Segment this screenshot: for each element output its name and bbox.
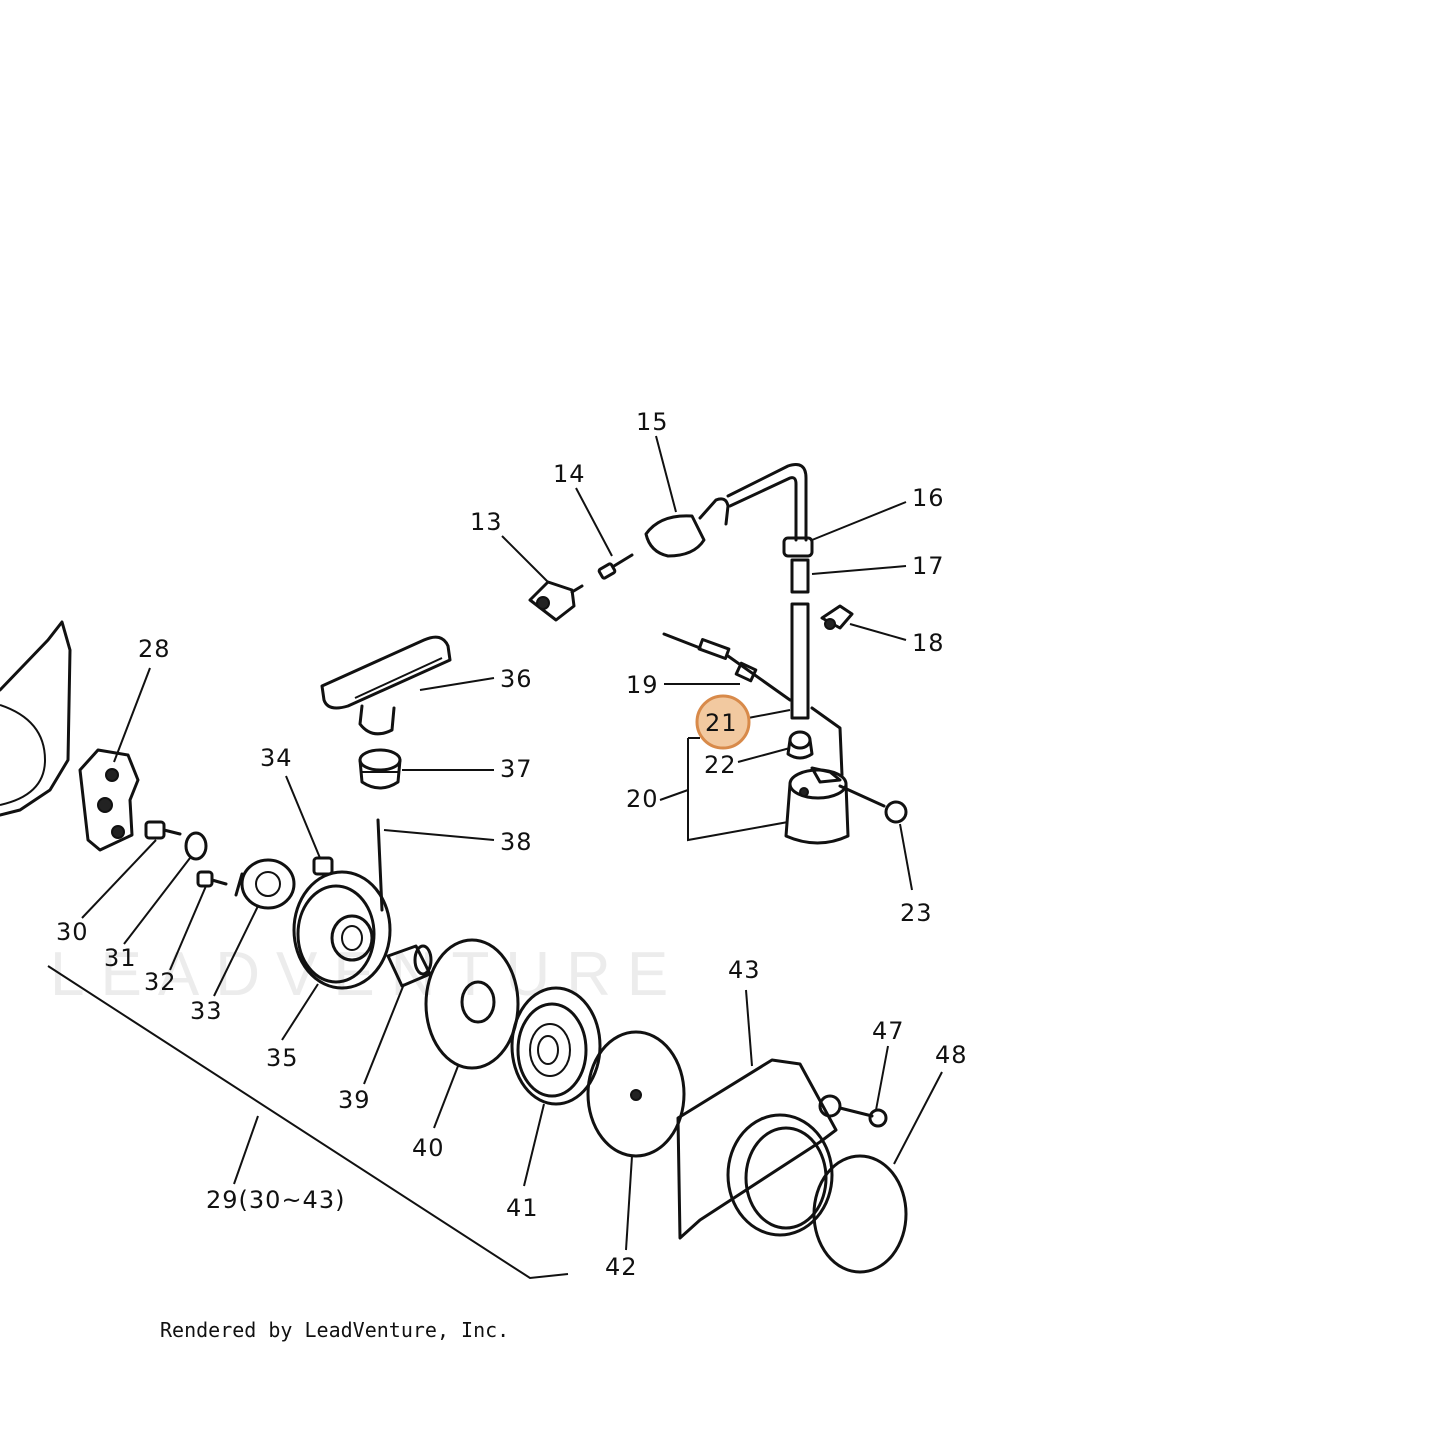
gasket-inner-edge [0, 704, 47, 806]
callout-14: 14 [553, 460, 586, 488]
callout-13: 13 [470, 508, 503, 536]
part-34-nut [312, 856, 334, 876]
render-credit: Rendered by LeadVenture, Inc. [160, 1318, 510, 1342]
part-37-seal [358, 748, 402, 790]
ignition-coil-cord [790, 602, 810, 720]
part-31-washer [184, 831, 208, 861]
callout-47: 47 [872, 1017, 905, 1045]
callout-40: 40 [412, 1134, 445, 1162]
part-41-spiral-spring [510, 986, 602, 1106]
callout-30: 30 [56, 918, 89, 946]
part-13-spark-plug [528, 580, 584, 622]
callout-37: 37 [500, 755, 533, 783]
callout-39: 39 [338, 1086, 371, 1114]
callout-35: 35 [266, 1044, 299, 1072]
leader-lines [47, 435, 943, 1280]
callout-28: 28 [138, 635, 171, 663]
part-48-o-ring [812, 1154, 908, 1274]
part-30-bolt [144, 820, 182, 840]
part-22-cap [786, 730, 814, 760]
callout-22: 22 [704, 751, 737, 779]
callout-48: 48 [935, 1041, 968, 1069]
callout-41: 41 [506, 1194, 539, 1222]
part-20-ignition-coil [784, 706, 850, 845]
callout-38: 38 [500, 828, 533, 856]
part-36-starter-handle [320, 635, 452, 736]
callout-15: 15 [636, 408, 669, 436]
part-28-bracket [78, 748, 140, 852]
highlight-circle-21[interactable] [695, 694, 751, 750]
part-43-starter-housing [676, 1058, 838, 1240]
callout-32: 32 [144, 968, 177, 996]
callout-17: 17 [912, 552, 945, 580]
callout-23: 23 [900, 899, 933, 927]
callout-29: 29(30~43) [206, 1186, 345, 1214]
part-23-bolt [838, 784, 908, 824]
part-16-grommet [782, 536, 814, 558]
part-15-plug-cap [644, 497, 730, 558]
part-47-bolt [818, 1094, 888, 1128]
part-40-plate [424, 938, 520, 1070]
part-14-plug-terminal [597, 553, 634, 580]
callout-16: 16 [912, 484, 945, 512]
part-33-ratchet [234, 858, 296, 910]
callout-20: 20 [626, 785, 659, 813]
part-17-cord-sleeve [790, 558, 810, 594]
gasket-plate [0, 620, 72, 817]
callout-31: 31 [104, 944, 137, 972]
callout-42: 42 [605, 1253, 638, 1281]
watermark-text: LEADVENTURE [50, 940, 684, 1009]
callout-34: 34 [260, 744, 293, 772]
callout-43: 43 [728, 956, 761, 984]
part-32-screw [196, 870, 228, 888]
part-38-starter-rope [376, 818, 384, 912]
part-18-clamp [820, 604, 854, 630]
part-35-sheave-drum [292, 870, 392, 990]
part-42-cover-plate [586, 1030, 686, 1158]
part-19-lead-wire [662, 632, 792, 702]
callout-33: 33 [190, 997, 223, 1025]
high-tension-cord [726, 463, 808, 542]
callout-19: 19 [626, 671, 659, 699]
callout-36: 36 [500, 665, 533, 693]
high-tension-cord-edge [728, 476, 798, 542]
callout-18: 18 [912, 629, 945, 657]
callout-21: 21 [705, 709, 738, 737]
